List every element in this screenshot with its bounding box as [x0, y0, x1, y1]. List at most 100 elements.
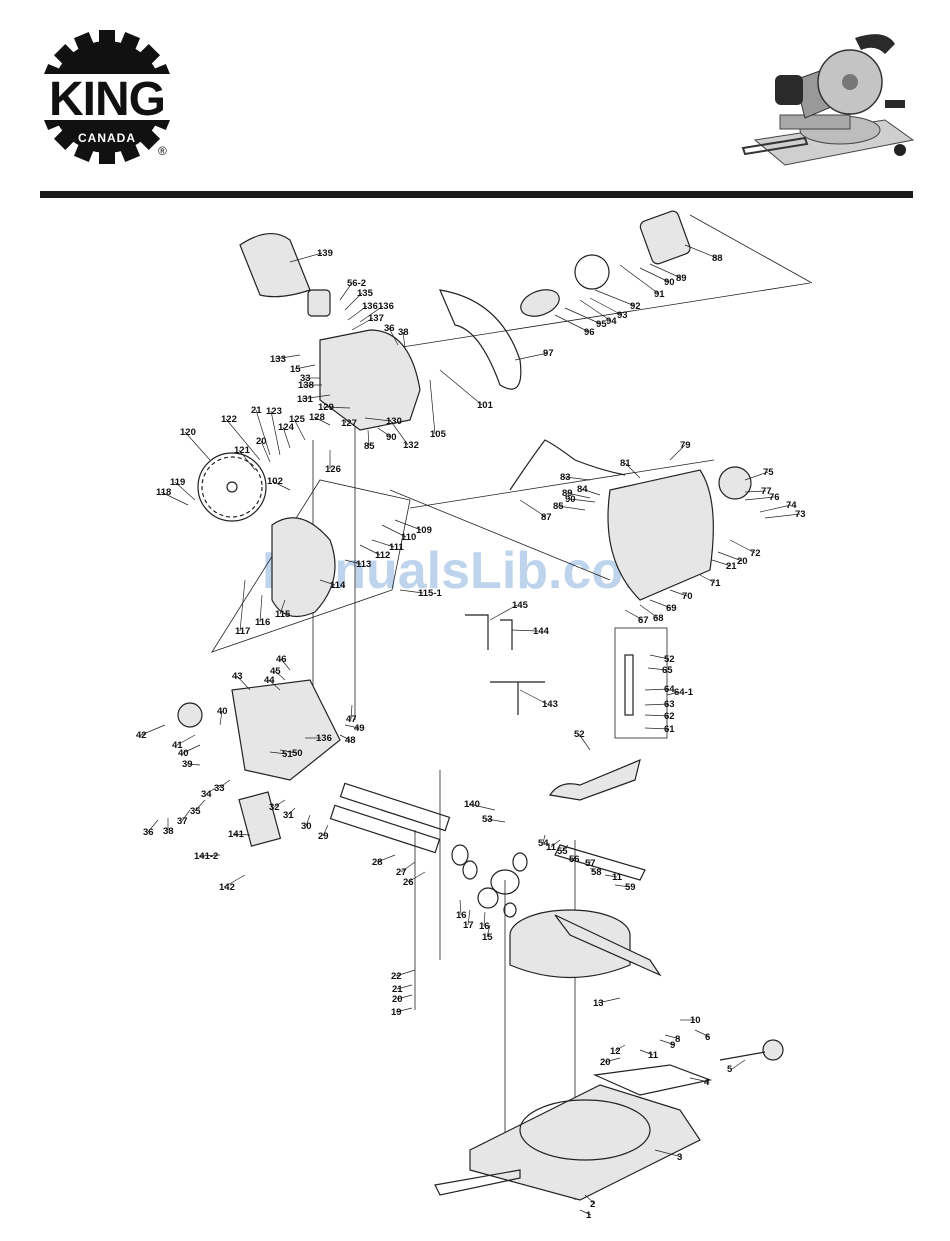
part-number-label: 45: [270, 666, 281, 677]
rail-bracket: [548, 758, 641, 801]
leader-line: [717, 551, 743, 562]
dust-bag: [239, 233, 311, 298]
part-number-label: 70: [682, 591, 693, 602]
base: [469, 1084, 701, 1201]
leader-line: [259, 594, 263, 623]
leader-line: [744, 471, 769, 481]
part-number-label: 40: [178, 748, 189, 759]
leader-line: [359, 544, 381, 556]
part-number-label: 19: [391, 1007, 402, 1018]
part-number-label: 33: [300, 373, 311, 384]
part-number-label: 138: [298, 380, 314, 391]
part-number-label: 56-2: [347, 278, 366, 289]
leader-line: [181, 809, 191, 822]
part-number-label: 113: [356, 559, 371, 570]
leader-line: [319, 579, 336, 586]
leader-line: [511, 629, 539, 632]
leader-line: [589, 867, 597, 873]
leader-line: [614, 884, 631, 888]
part-number-label: 42: [136, 730, 147, 741]
leader-line: [554, 314, 590, 333]
leader-line: [205, 784, 221, 795]
leader-line: [644, 703, 670, 706]
leader-line: [364, 417, 392, 422]
motor-housing: [639, 210, 691, 265]
part-number-label: 136: [316, 733, 332, 744]
part-number-label: 130: [386, 416, 402, 427]
leader-line: [225, 418, 261, 461]
leader-line: [268, 679, 281, 691]
part-number-label: 112: [375, 550, 390, 561]
part-number-label: 12: [610, 1046, 621, 1057]
part-number-label: 5: [727, 1064, 733, 1075]
part-number-label: 37: [177, 816, 188, 827]
leader-line: [223, 874, 246, 888]
part-number-label: 30: [301, 821, 312, 832]
brand-sub: CANADA: [78, 131, 136, 145]
part-number-label: 2: [590, 1199, 595, 1210]
leader-line: [350, 704, 353, 720]
leader-line: [649, 263, 682, 279]
part-number-label: 57: [585, 858, 596, 869]
part-number-label: 119: [170, 477, 185, 488]
part-number-label: 77: [761, 486, 772, 497]
part-number-label: 122: [221, 414, 237, 425]
part-number-label: 110: [401, 532, 416, 543]
leader-line: [467, 909, 471, 926]
leader-line: [581, 488, 601, 496]
part-number-label: 109: [416, 525, 432, 536]
part-number-label: 29: [318, 831, 329, 842]
leader-line: [486, 924, 491, 938]
leader-line: [514, 352, 549, 361]
part-number-label: 6: [705, 1032, 710, 1043]
part-number-label: 124: [278, 422, 295, 433]
leader-line: [280, 658, 291, 671]
hex-keys: [465, 614, 545, 715]
leader-line: [564, 307, 602, 325]
leader-line: [232, 833, 251, 836]
part-number-label: 93: [617, 310, 628, 321]
leader-line: [489, 604, 518, 621]
dust-port: [307, 289, 331, 317]
part-number-label: 84: [577, 484, 588, 495]
leader-line: [289, 252, 323, 263]
lower-blade-guard: [271, 517, 336, 618]
leader-line: [339, 282, 353, 301]
leader-line: [339, 734, 351, 741]
leader-line: [744, 490, 767, 493]
part-number-label: 117: [235, 626, 250, 637]
leader-line: [694, 1029, 711, 1038]
leader-line: [439, 369, 483, 406]
part-number-label: 43: [232, 671, 243, 682]
part-number-label: 74: [786, 500, 797, 511]
leader-line: [377, 427, 392, 438]
part-number-label: 8: [675, 1034, 680, 1045]
leader-line: [729, 539, 756, 554]
leader-line: [624, 462, 641, 479]
leader-line: [395, 1007, 413, 1013]
leader-line: [459, 899, 462, 916]
part-number-label: 31: [283, 810, 294, 821]
leader-line: [174, 481, 196, 501]
leader-line: [649, 654, 670, 660]
leader-line: [274, 354, 301, 360]
part-number-label: 91: [654, 289, 665, 300]
leader-line: [731, 1059, 746, 1070]
part-number-label: 85: [364, 441, 375, 452]
leader-line: [644, 688, 670, 691]
part-number-label: 15: [290, 364, 301, 375]
leader-line: [394, 519, 422, 531]
leader-line: [644, 714, 670, 717]
leader-line: [140, 724, 166, 736]
leader-line: [279, 749, 298, 754]
part-number-label: 79: [680, 440, 691, 451]
part-number-label: 129: [318, 402, 334, 413]
leader-line: [666, 691, 680, 696]
leader-line: [659, 1039, 676, 1046]
leader-line: [255, 409, 271, 456]
part-number-label: 44: [264, 675, 275, 686]
leader-line: [269, 751, 288, 755]
header-rule: [40, 191, 913, 198]
fence-bar: [554, 844, 646, 881]
part-number-label: 62: [664, 711, 675, 722]
